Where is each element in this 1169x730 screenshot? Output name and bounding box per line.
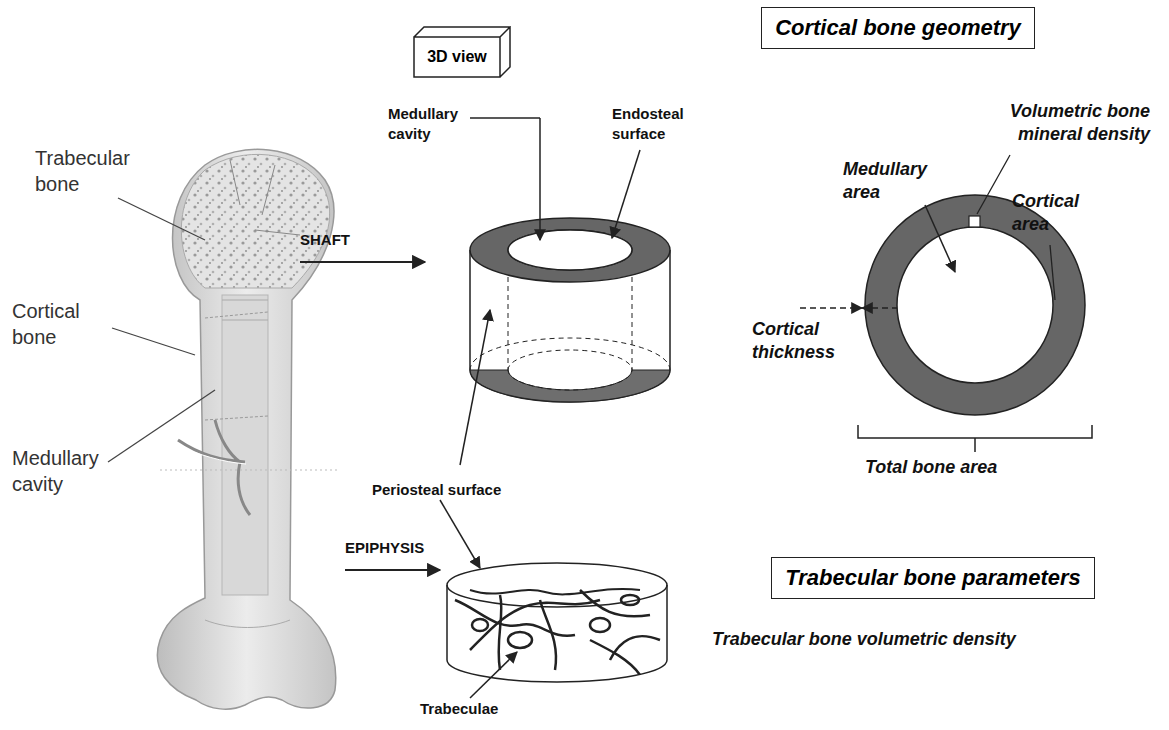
part-label: Medullary cavity <box>12 445 112 497</box>
heading-box: Cortical bone geometry <box>761 7 1035 49</box>
heading-text: Trabecular bone parameters <box>785 565 1081 591</box>
heading-text: Cortical bone geometry <box>775 15 1021 41</box>
part-label: Trabecular bone <box>35 145 140 197</box>
part-label: Periosteal surface <box>372 480 501 500</box>
section-label: EPIPHYSIS <box>345 538 424 558</box>
part-label: Medullary cavity <box>388 104 473 143</box>
part-label: Cortical bone <box>12 298 107 350</box>
view-box: 3D view <box>413 26 511 78</box>
heading-text: 3D view <box>427 48 487 66</box>
part-label: Endosteal surface <box>612 104 697 143</box>
parameter-label: Medullary area <box>843 158 943 205</box>
part-label: Trabeculae <box>420 699 498 719</box>
parameter-label: Cortical thickness <box>752 318 852 365</box>
heading-box: Trabecular bone parameters <box>771 557 1095 599</box>
section-label: SHAFT <box>300 230 350 250</box>
parameter-label: Cortical area <box>1012 190 1107 237</box>
parameter-label: Volumetric bone mineral density <box>955 100 1150 147</box>
box-outline-path <box>414 27 510 77</box>
parameter-label: Trabecular bone volumetric density <box>712 628 1016 651</box>
parameter-label: Total bone area <box>865 456 997 479</box>
